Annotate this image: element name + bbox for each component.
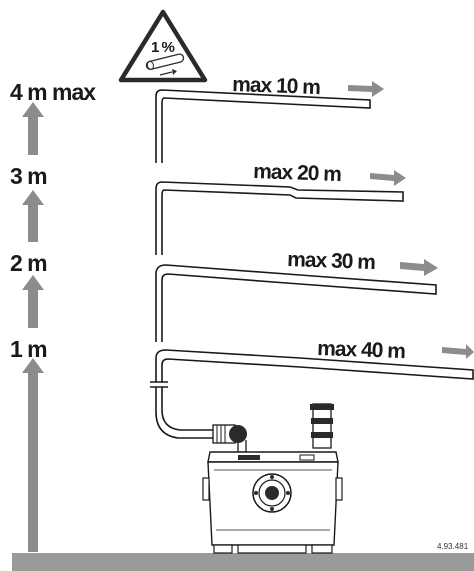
- distance-label-30m: max 30 m: [287, 248, 376, 274]
- pipe-route-10m: [155, 89, 371, 163]
- pipe-route-20m: [155, 181, 404, 255]
- height-label-2m: 2 m: [10, 250, 47, 276]
- slope-warning-icon: 1 %: [118, 9, 208, 83]
- lifting-station: [202, 403, 343, 554]
- height-arrow-2: [22, 275, 44, 328]
- distance-label-40m: max 40 m: [317, 337, 406, 363]
- discharge-pipe: [150, 381, 213, 439]
- distance-arrow-10m: [348, 81, 384, 97]
- reference-number: 4.93.481: [437, 542, 469, 551]
- distance-arrow-40m: [442, 344, 474, 359]
- pipe-route-40m: [155, 349, 474, 382]
- distance-label-20m: max 20 m: [253, 160, 342, 186]
- height-label-1m: 1 m: [10, 336, 47, 362]
- distance-label-10m: max 10 m: [232, 73, 321, 99]
- height-arrow-4: [22, 102, 44, 155]
- distance-arrow-30m: [400, 259, 438, 276]
- slope-label: 1 %: [151, 39, 175, 56]
- height-arrow-1: [22, 358, 44, 552]
- height-arrow-3: [22, 190, 44, 242]
- distance-arrow-20m: [370, 170, 406, 186]
- floor: [12, 553, 474, 571]
- height-label-3m: 3 m: [10, 163, 47, 189]
- pipe-route-30m: [155, 264, 437, 342]
- height-label-4m: 4 m max: [10, 79, 96, 105]
